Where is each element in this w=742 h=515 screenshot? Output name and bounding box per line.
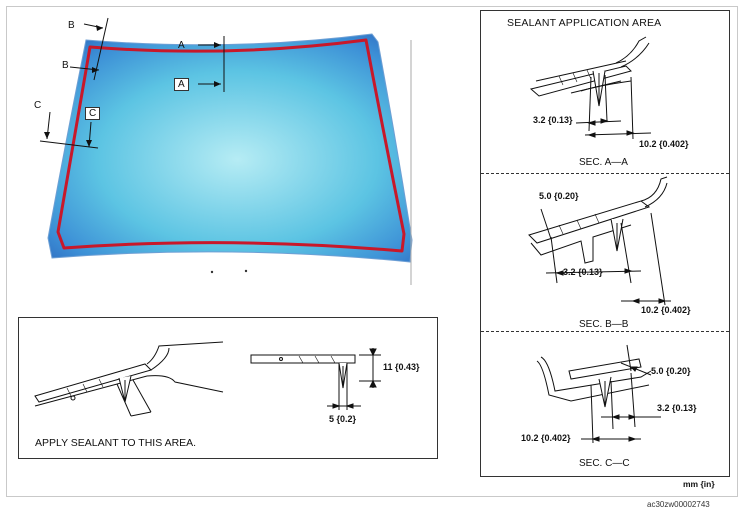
sec-c-caption: SEC. C—C: [579, 458, 630, 469]
b-label-mid: B: [62, 60, 69, 71]
panel-title: SEALANT APPLICATION AREA: [507, 17, 662, 29]
apply-caption: APPLY SEALANT TO THIS AREA.: [35, 437, 197, 449]
apply-dim-width: 5 {0.2}: [329, 414, 357, 424]
sec-c-dim-large: 10.2 {0.402}: [521, 433, 571, 443]
divider-ab: [481, 173, 729, 174]
b-label-top: B: [68, 20, 75, 31]
apply-sealant-panel: 11 {0.43} 5 {0.2} APPLY SEALANT TO THIS …: [18, 317, 438, 459]
a-label-top: A: [178, 40, 185, 51]
section-c-drawing: [536, 344, 661, 444]
section-b-drawing: [528, 176, 671, 306]
c-label-inner: C: [85, 107, 101, 120]
windshield-glass: [47, 33, 413, 263]
sec-c-dim-top: 5.0 {0.20}: [651, 366, 691, 376]
sec-b-dim-large: 10.2 {0.402}: [641, 305, 691, 315]
c-label-outer: C: [34, 100, 42, 111]
a-label-mid: A: [174, 78, 189, 91]
sealant-application-panel: SEALANT APPLICATION AREA 3.2: [480, 10, 730, 477]
sec-b-dim-small: 3.2 {0.13}: [563, 267, 603, 277]
sec-a-dim-large: 10.2 {0.402}: [639, 139, 689, 149]
sec-b-caption: SEC. B—B: [579, 319, 629, 330]
apply-sealant-drawing: [34, 341, 381, 417]
sec-a-caption: SEC. A—A: [579, 157, 628, 168]
sec-c-dim-small: 3.2 {0.13}: [657, 403, 697, 413]
sealant-line: [56, 38, 406, 253]
apply-dim-height: 11 {0.43}: [383, 362, 420, 372]
figure-code: ac30zw00002743: [647, 500, 710, 509]
sec-b-dim-top: 5.0 {0.20}: [539, 191, 579, 201]
windshield-illustration: [39, 17, 413, 285]
units-label: mm {in}: [683, 479, 715, 489]
sec-a-dim-small: 3.2 {0.13}: [533, 115, 573, 125]
divider-bc: [481, 331, 729, 332]
section-a-drawing: [529, 36, 652, 140]
